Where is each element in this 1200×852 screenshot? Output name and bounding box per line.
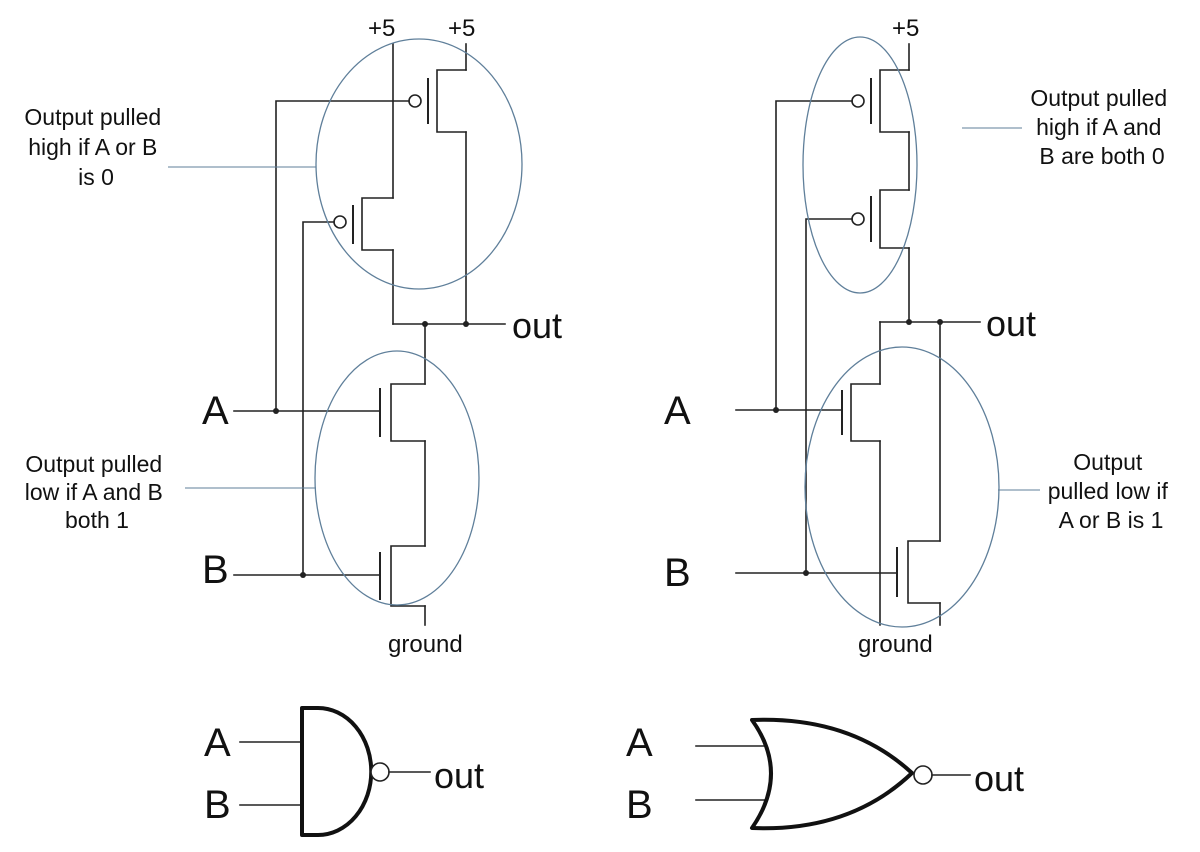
nor-pullup-oval bbox=[802, 36, 918, 294]
nand-pmos-a bbox=[408, 69, 467, 325]
nor-ground-label: ground bbox=[858, 631, 933, 658]
nor-input-a-label: A bbox=[664, 389, 691, 433]
nor-supply-label: +5 bbox=[892, 15, 919, 42]
nand-symbol-input-a-label: A bbox=[204, 721, 231, 765]
nand-symbol-input-b-label: B bbox=[204, 783, 231, 827]
nor-pulldown-oval bbox=[804, 346, 1000, 628]
nand-gate-bubble bbox=[370, 762, 390, 782]
nand-symbol-out-label: out bbox=[434, 755, 484, 796]
nand-pulldown-oval bbox=[314, 350, 480, 606]
nor-pullup-note: Output pulled high if A and B are both 0 bbox=[1030, 85, 1173, 169]
nor-symbol-input-b-label: B bbox=[626, 783, 653, 827]
nand-gate-body bbox=[300, 706, 374, 837]
nand-pullup-oval bbox=[315, 38, 523, 290]
nand-pmos-b bbox=[333, 197, 394, 325]
nand-ground-label: ground bbox=[388, 631, 463, 658]
nor-symbol-out-label: out bbox=[974, 758, 1024, 799]
nor-pmos-a bbox=[851, 69, 910, 191]
nand-supply-right-label: +5 bbox=[448, 15, 475, 42]
nand-gate-symbol: A B out bbox=[204, 706, 484, 837]
nor-gate-symbol: A B out bbox=[626, 717, 1024, 831]
nand-pullup-note: Output pulled high if A or B is 0 bbox=[24, 104, 167, 190]
nand-nmos-b bbox=[379, 545, 426, 626]
nand-input-a-label: A bbox=[202, 389, 229, 433]
nand-pulldown-note: Output pulled low if A and B both 1 bbox=[25, 451, 169, 533]
nor-gate-bubble bbox=[913, 765, 933, 785]
nor-input-b-label: B bbox=[664, 551, 691, 595]
nand-cmos-circuit: +5 +5 out bbox=[24, 15, 562, 658]
nor-cmos-circuit: +5 out bbox=[664, 15, 1175, 658]
nand-nmos-a bbox=[379, 323, 426, 547]
nand-supply-left-label: +5 bbox=[368, 15, 395, 42]
nor-nmos-a bbox=[841, 321, 881, 626]
nor-nmos-b bbox=[896, 321, 941, 626]
nand-out-label: out bbox=[512, 305, 562, 346]
nor-symbol-input-a-label: A bbox=[626, 721, 653, 765]
nor-out-label: out bbox=[986, 303, 1036, 344]
nand-input-b-label: B bbox=[202, 548, 229, 592]
nor-gate-body bbox=[750, 717, 914, 831]
nor-pulldown-note: Output pulled low if A or B is 1 bbox=[1048, 449, 1175, 533]
